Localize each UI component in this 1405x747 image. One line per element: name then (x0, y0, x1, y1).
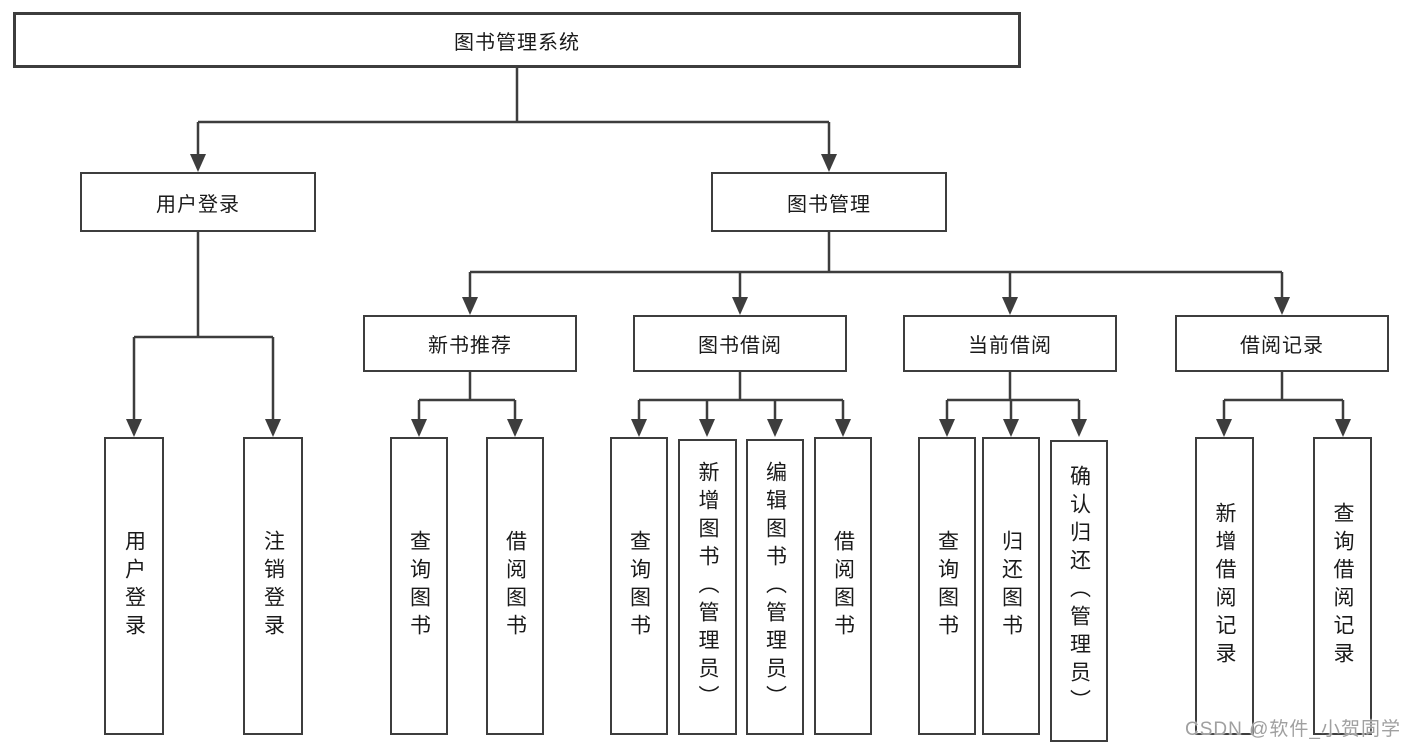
leaf-newrec-borrow-book-label: 借阅图书 (503, 530, 527, 642)
node-user-login-label: 用户登录 (156, 193, 240, 216)
connector-borrow-records-children (1216, 372, 1351, 437)
connector-user-login-children (126, 232, 281, 437)
leaf-borrow-borrow-book-label: 借阅图书 (831, 530, 855, 642)
leaf-newrec-query-book: 查询图书 (390, 437, 448, 735)
leaf-user-login-label: 用户登录 (122, 530, 146, 642)
leaf-borrow-add-book-admin-label: 新增图书（管理员） (696, 461, 719, 713)
node-root-system: 图书管理系统 (13, 12, 1021, 68)
leaf-borrow-add-book-admin: 新增图书（管理员） (678, 439, 737, 735)
leaf-records-add-record: 新增借阅记录 (1195, 437, 1254, 735)
leaf-current-query-book: 查询图书 (918, 437, 976, 735)
leaf-records-add-record-label: 新增借阅记录 (1213, 502, 1236, 670)
node-user-login: 用户登录 (80, 172, 316, 232)
node-borrow-records-label: 借阅记录 (1240, 335, 1324, 357)
leaf-logout: 注销登录 (243, 437, 303, 735)
leaf-borrow-edit-book-admin-label: 编辑图书（管理员） (763, 461, 787, 713)
leaf-borrow-edit-book-admin: 编辑图书（管理员） (746, 439, 804, 735)
node-current-borrow: 当前借阅 (903, 315, 1117, 372)
node-book-management: 图书管理 (711, 172, 947, 232)
node-new-book-recommend: 新书推荐 (363, 315, 577, 372)
leaf-newrec-borrow-book: 借阅图书 (486, 437, 544, 735)
connector-book-borrow-children (631, 372, 851, 437)
connector-root-to-level2 (190, 68, 837, 172)
node-current-borrow-label: 当前借阅 (968, 335, 1052, 357)
node-borrow-records: 借阅记录 (1175, 315, 1389, 372)
node-book-borrow: 图书借阅 (633, 315, 847, 372)
leaf-current-return-book: 归还图书 (982, 437, 1040, 735)
leaf-current-confirm-return-admin-label: 确认归还（管理员） (1067, 465, 1091, 717)
leaf-borrow-borrow-book: 借阅图书 (814, 437, 872, 735)
leaf-current-query-book-label: 查询图书 (935, 530, 959, 642)
connector-new-book-recommend-children (411, 372, 523, 437)
leaf-records-query-record: 查询借阅记录 (1313, 437, 1372, 735)
csdn-watermark: CSDN @软件_小贺同学 (1185, 719, 1401, 740)
node-book-management-label: 图书管理 (787, 193, 871, 216)
leaf-logout-label: 注销登录 (261, 530, 285, 642)
node-new-book-recommend-label: 新书推荐 (428, 335, 512, 357)
connector-current-borrow-children (939, 372, 1087, 437)
node-root-label: 图书管理系统 (454, 31, 580, 54)
connector-book-management-children (462, 232, 1290, 315)
leaf-user-login: 用户登录 (104, 437, 164, 735)
leaf-current-confirm-return-admin: 确认归还（管理员） (1050, 440, 1108, 742)
leaf-borrow-query-book: 查询图书 (610, 437, 668, 735)
leaf-records-query-record-label: 查询借阅记录 (1331, 502, 1354, 670)
leaf-borrow-query-book-label: 查询图书 (627, 530, 651, 642)
leaf-current-return-book-label: 归还图书 (999, 530, 1023, 642)
leaf-newrec-query-book-label: 查询图书 (407, 530, 431, 642)
node-book-borrow-label: 图书借阅 (698, 335, 782, 357)
